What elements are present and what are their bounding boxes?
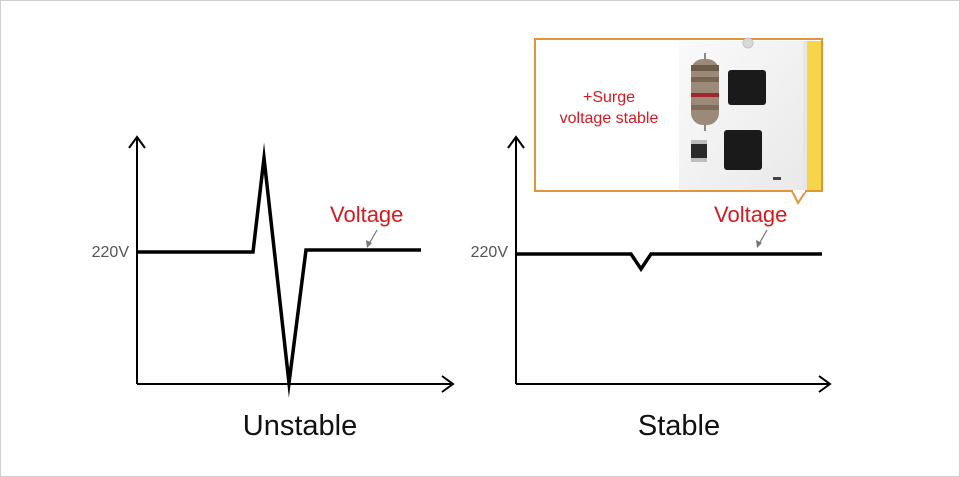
ic-chip-top — [728, 70, 766, 105]
right-voltage-trace-stable — [516, 252, 822, 273]
left-voltage-label: Voltage — [330, 202, 403, 227]
left-x-axis-arrow — [441, 375, 455, 393]
unstable-panel: 220V Voltage Unstable — [92, 135, 455, 442]
right-voltage-label: Voltage — [714, 202, 787, 227]
right-y-axis-arrow — [507, 135, 525, 149]
right-x-axis-arrow — [818, 375, 832, 393]
smd-component — [691, 140, 707, 162]
left-voltage-pointer — [366, 229, 378, 248]
right-caption: Stable — [638, 410, 720, 442]
left-caption: Unstable — [243, 410, 357, 442]
circuit-board-image — [679, 37, 821, 190]
surge-callout: +Surge voltage stable — [534, 37, 823, 205]
board-edge-stripe — [807, 41, 821, 190]
callout-text-line1: +Surge — [583, 89, 635, 106]
callout-text-line2: voltage stable — [560, 110, 659, 127]
left-ref-label: 220V — [92, 244, 130, 261]
right-axes — [507, 135, 832, 393]
resistor-component — [691, 53, 719, 131]
left-y-axis-arrow — [128, 135, 146, 149]
left-axes — [128, 135, 455, 393]
ic-chip-bottom — [724, 130, 762, 170]
callout-tail — [791, 190, 807, 205]
stable-panel: 220V Voltage Stable +Surge voltage stabl… — [471, 37, 832, 442]
right-ref-label: 220V — [471, 244, 509, 261]
left-voltage-trace-unstable — [137, 142, 421, 398]
mounting-hole — [742, 37, 754, 49]
right-voltage-pointer — [756, 229, 768, 248]
